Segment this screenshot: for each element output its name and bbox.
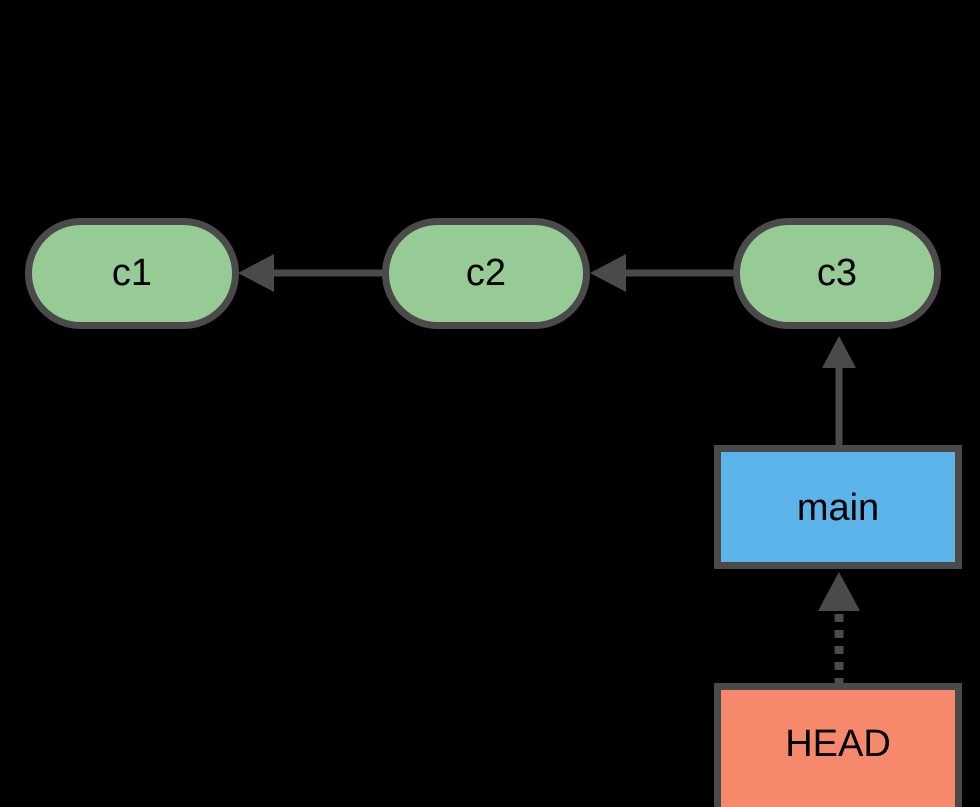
commit-node-c2[interactable]: c2 [382, 218, 590, 329]
branch-pointer-main[interactable]: main [714, 445, 962, 569]
edge-c2-to-c1 [238, 254, 383, 292]
commit-label-c3: c3 [817, 252, 857, 294]
edge-main-to-c3 [822, 336, 856, 448]
edge-c3-to-c2 [590, 254, 733, 292]
commit-label-c2: c2 [466, 252, 506, 294]
edge-head-to-main [818, 572, 860, 686]
branch-label-main: main [797, 487, 879, 529]
commit-node-c1[interactable]: c1 [25, 218, 239, 329]
commit-node-c3[interactable]: c3 [733, 218, 941, 329]
commit-label-c1: c1 [112, 252, 152, 294]
head-label: HEAD [785, 723, 891, 765]
head-pointer[interactable]: HEAD [714, 683, 962, 807]
